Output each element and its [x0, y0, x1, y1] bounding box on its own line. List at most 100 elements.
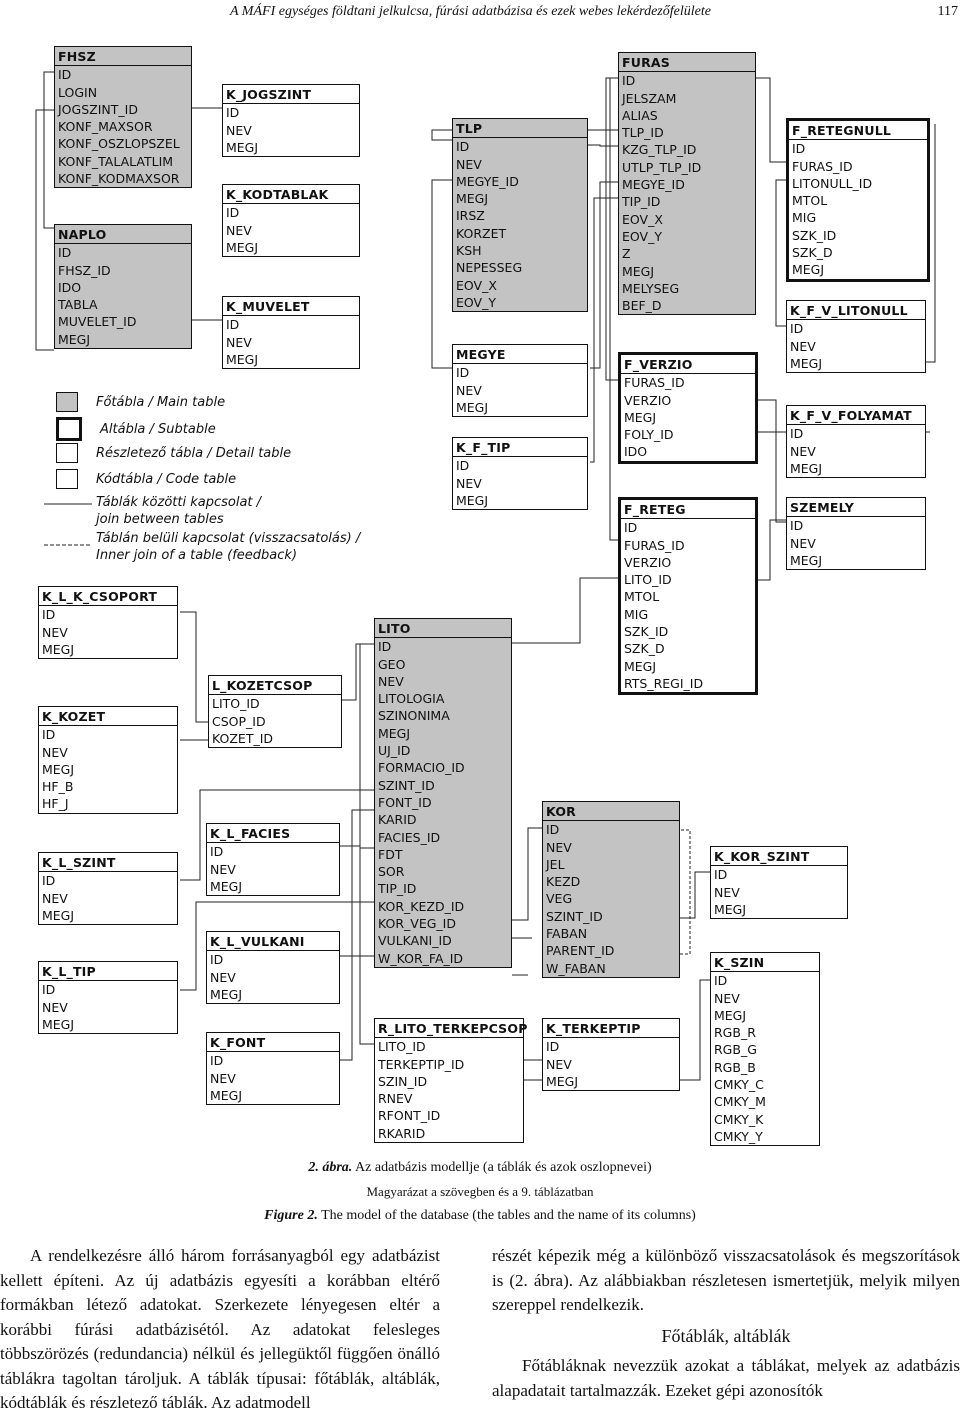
- join-line: [775, 179, 786, 327]
- table-field: ID: [622, 73, 636, 89]
- table-field: CMKY_M: [714, 1094, 766, 1110]
- table-field: JEL: [546, 856, 565, 872]
- table-field: LITONULL_ID: [792, 175, 873, 191]
- join-line: [680, 871, 710, 919]
- table-field: MEGJ: [42, 907, 75, 923]
- table-title: K_F_V_FOLYAMAT: [787, 406, 925, 426]
- table-field: ID: [210, 1053, 224, 1069]
- table-field: BEF_D: [622, 298, 662, 314]
- table-field: ALIAS: [622, 107, 658, 123]
- join-line: [512, 577, 618, 644]
- table-title: F_RETEGNULL: [789, 121, 927, 141]
- legend-detail-label: Részletező tábla / Detail table: [96, 445, 292, 461]
- table-field: KZG_TLP_ID: [622, 142, 697, 158]
- table-field: ID: [58, 67, 72, 83]
- table-field: ID: [42, 982, 56, 998]
- table-field: NEV: [226, 222, 252, 238]
- table-field: TIP_ID: [378, 881, 417, 897]
- body-paragraph: Főtábláknak nevezzük azokat a táblákat, …: [492, 1356, 960, 1400]
- table-field: NEV: [210, 861, 236, 877]
- table-field: FOLY_ID: [624, 427, 674, 443]
- table-field: KOR_KEZD_ID: [378, 898, 465, 914]
- table-field: SZINT_ID: [546, 908, 603, 924]
- table-field: CMKY_K: [714, 1111, 764, 1127]
- table-field: NEV: [790, 338, 816, 354]
- legend-code-label: Kódtábla / Code table: [96, 471, 237, 487]
- table-field: EOV_Y: [622, 228, 662, 244]
- table-field: NEV: [42, 744, 68, 760]
- table-field: RGB_G: [714, 1042, 757, 1058]
- table-field: KEZD: [546, 874, 581, 890]
- table-field: NEV: [714, 884, 740, 900]
- caption-en-text: The model of the database (the tables an…: [321, 1208, 696, 1223]
- join-line: [590, 197, 618, 463]
- table-field: ID: [456, 365, 470, 381]
- table-field: MEGJ: [790, 552, 823, 568]
- table-field: FURAS_ID: [624, 537, 685, 553]
- table-field: NEV: [456, 382, 482, 398]
- caption-hu-text: Az adatbázis modellje (a táblák és azok …: [355, 1160, 652, 1175]
- table-field: NEV: [790, 535, 816, 551]
- table-field: ID: [226, 205, 240, 221]
- table-field: SZK_ID: [792, 227, 837, 243]
- table-field: SZK_D: [624, 641, 665, 657]
- table-field: MTOL: [624, 589, 660, 605]
- right-column: részét képezik még a különböző visszacsa…: [492, 1244, 960, 1403]
- table-field: NEV: [456, 156, 482, 172]
- table-field: SZIN_ID: [378, 1073, 428, 1089]
- body-paragraph: részét képezik még a különböző visszacsa…: [492, 1246, 960, 1314]
- table-field: KONF_OSZLOPSZEL: [58, 136, 180, 152]
- table-field: TABLA: [58, 297, 98, 313]
- table-field: FORMACIO_ID: [378, 760, 465, 776]
- table-field: MTOL: [792, 193, 828, 209]
- table-field: MEGJ: [226, 139, 259, 155]
- table-field: ID: [226, 105, 240, 121]
- table-field: SZINONIMA: [378, 708, 450, 724]
- table-field: TIP_ID: [622, 194, 661, 210]
- table-field: LITO_ID: [624, 572, 672, 588]
- figure-caption-hu-2: Magyarázat a szövegben és a 9. táblázatb…: [366, 1184, 594, 1199]
- table-title: TLP: [453, 119, 587, 139]
- table-title: SZEMELY: [787, 498, 925, 518]
- table-field: UTLP_TLP_ID: [622, 159, 702, 175]
- table-title: K_L_VULKANI: [207, 932, 339, 952]
- table-field: JOGSZINT_ID: [58, 101, 138, 117]
- table-field: LITO_ID: [378, 1039, 426, 1055]
- table-field: NEV: [42, 890, 68, 906]
- table-field: TERKEPTIP_ID: [378, 1056, 465, 1072]
- relationship-lines: [35, 71, 936, 1081]
- table-field: NEV: [42, 999, 68, 1015]
- table-title: K_FONT: [207, 1033, 339, 1053]
- table-field: ID: [790, 321, 804, 337]
- table-field: ID: [456, 458, 470, 474]
- join-line: [180, 611, 212, 723]
- join-line: [43, 71, 54, 229]
- table-field: MIG: [624, 606, 649, 622]
- table-title: K_JOGSZINT: [223, 85, 359, 105]
- table-title: L_KOZETCSOP: [209, 676, 341, 696]
- table-title: K_L_FACIES: [207, 824, 339, 844]
- table-field: MEGJ: [456, 191, 489, 207]
- table-field: LITO_ID: [212, 696, 260, 712]
- table-title: F_VERZIO: [621, 355, 755, 375]
- legend-join-label-1: Táblák közötti kapcsolat /: [96, 495, 262, 510]
- table-field: FURAS_ID: [624, 375, 685, 391]
- table-field: MEGYE_ID: [456, 173, 519, 189]
- join-line: [756, 399, 786, 523]
- join-line: [180, 901, 374, 991]
- table-field: ID: [792, 141, 806, 157]
- table-field: ID: [58, 245, 72, 261]
- table-field: KOR_VEG_ID: [378, 916, 456, 932]
- table-field: VERZIO: [624, 392, 672, 408]
- table-field: ID: [42, 727, 56, 743]
- legend-detail: Részletező tábla / Detail table: [56, 443, 291, 463]
